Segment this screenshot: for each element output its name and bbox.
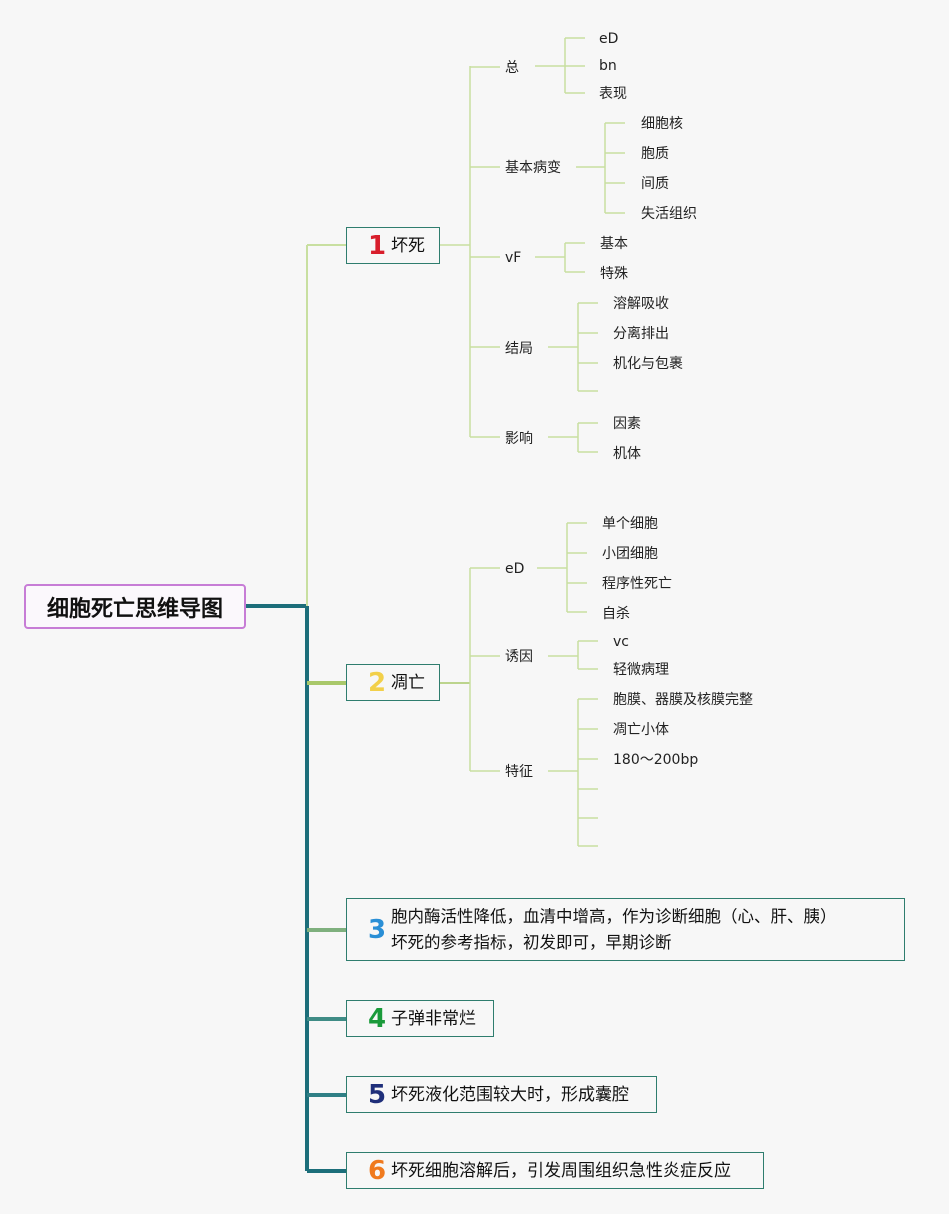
necrosis-sub-influence[interactable]: 影响 [505,431,533,447]
root-title: 细胞死亡思维导图 [46,596,223,622]
branch-number-2: 2 [367,667,387,698]
leaf-node[interactable]: 凋亡小体 [613,722,669,738]
leaf-node[interactable]: 基本 [600,236,628,252]
branch-5[interactable]: 5 坏死液化范围较大时，形成囊腔 [346,1076,657,1113]
branch-number-6: 6 [367,1155,387,1186]
branch-number-3: 3 [367,914,387,945]
branch-4[interactable]: 4 子弹非常烂 [346,1000,494,1037]
necrosis-sub-outcome[interactable]: 结局 [505,341,533,357]
leaf-node[interactable]: 轻微病理 [613,662,669,678]
branch-label-6: 坏死细胞溶解后，引发周围组织急性炎症反应 [391,1160,731,1181]
branch-number-5: 5 [367,1079,387,1110]
branch-enzyme[interactable]: 3 胞内酶活性降低，血清中增高，作为诊断细胞（心、肝、胰） 坏死的参考指标，初发… [346,898,905,961]
branch-number-4: 4 [367,1003,387,1034]
branch-label-necrosis: 坏死 [391,235,425,256]
branch-label-5: 坏死液化范围较大时，形成囊腔 [391,1084,629,1105]
leaf-node[interactable]: 分离排出 [613,326,669,342]
branch-label-enzyme-line1: 胞内酶活性降低，血清中增高，作为诊断细胞（心、肝、胰） [391,906,837,926]
leaf-node[interactable]: 胞质 [641,146,669,162]
leaf-node[interactable]: 机化与包裹 [613,356,683,372]
necrosis-sub-types[interactable]: vF [505,250,522,266]
leaf-node[interactable]: 细胞核 [641,116,683,132]
branch-apoptosis[interactable]: 2 凋亡 [346,664,440,701]
branch-label-enzyme-line2: 坏死的参考指标，初发即可，早期诊断 [391,932,672,952]
leaf-node[interactable]: 胞膜、器膜及核膜完整 [613,692,753,708]
necrosis-sub-general[interactable]: 总 [505,60,519,76]
apoptosis-sub-features[interactable]: 特征 [505,764,533,780]
branch-label-apoptosis: 凋亡 [391,672,425,693]
branch-label-4: 子弹非常烂 [391,1008,476,1029]
branch-necrosis[interactable]: 1 坏死 [346,227,440,264]
root-node[interactable]: 细胞死亡思维导图 [24,584,246,629]
branch-number-1: 1 [367,230,387,261]
branch-6[interactable]: 6 坏死细胞溶解后，引发周围组织急性炎症反应 [346,1152,764,1189]
leaf-node[interactable]: 因素 [613,416,641,432]
leaf-node[interactable]: 间质 [641,176,669,192]
necrosis-sub-basic-lesion[interactable]: 基本病变 [505,160,561,176]
leaf-node[interactable]: 表现 [599,86,627,102]
leaf-node[interactable]: 特殊 [600,266,628,282]
leaf-node[interactable]: vc [613,634,629,650]
leaf-node[interactable]: 180～200bp [613,752,699,768]
leaf-node[interactable]: 机体 [613,446,641,462]
leaf-node[interactable]: 小团细胞 [602,546,658,562]
leaf-node[interactable]: 失活组织 [641,206,697,222]
apoptosis-sub-cause[interactable]: 诱因 [505,649,533,665]
leaf-node[interactable]: 自杀 [602,606,630,622]
leaf-node[interactable]: bn [599,58,617,74]
leaf-node[interactable]: eD [599,31,619,47]
leaf-node[interactable]: 溶解吸收 [613,296,669,312]
leaf-node[interactable]: 程序性死亡 [602,576,672,592]
leaf-node[interactable]: 单个细胞 [602,516,658,532]
apoptosis-sub-definition[interactable]: eD [505,561,525,577]
